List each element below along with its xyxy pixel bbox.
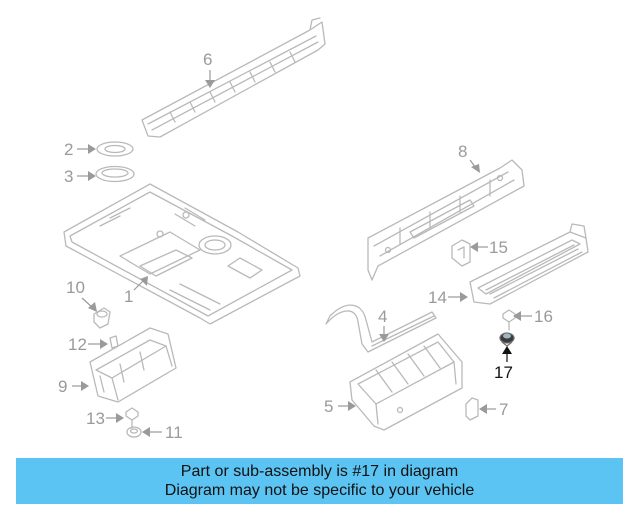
part-17-clip[interactable] [499,332,515,347]
callout-12[interactable]: 12 [68,335,108,354]
svg-text:14: 14 [428,288,447,307]
part-4-arch [325,304,437,353]
part-5-rear-floor [349,333,463,431]
part-2-plug [96,141,134,157]
callout-5[interactable]: 5 [324,397,356,416]
svg-text:4: 4 [378,307,387,326]
callout-1[interactable]: 1 [124,276,148,306]
svg-text:11: 11 [165,423,183,442]
callout-16[interactable]: 16 [513,307,553,326]
callout-8[interactable]: 8 [458,142,480,173]
part-6-sill-panel [141,17,326,138]
svg-text:3: 3 [64,167,73,186]
part-10-retainer [93,307,111,329]
callout-17[interactable]: 17 [494,346,513,382]
part-15-bracket [451,239,471,267]
callout-2[interactable]: 2 [64,140,96,159]
svg-text:15: 15 [489,238,508,257]
part-3-plug [95,165,135,183]
callout-10[interactable]: 10 [66,278,97,312]
part-1-floor-pan [63,183,301,325]
svg-text:13: 13 [86,409,105,428]
part-11-grommet [126,426,142,438]
svg-text:10: 10 [66,278,85,297]
part-13-screw [125,407,139,429]
info-banner: Part or sub-assembly is #17 in diagram D… [16,458,623,504]
svg-text:8: 8 [458,142,467,161]
svg-text:9: 9 [58,377,67,396]
callout-13[interactable]: 13 [86,409,124,428]
callout-9[interactable]: 9 [58,377,89,396]
svg-text:5: 5 [324,397,333,416]
part-16-bolt [502,309,516,331]
part-8-inner-rocker [367,159,525,281]
svg-text:16: 16 [534,307,553,326]
svg-text:7: 7 [499,400,508,419]
part-14-step [469,223,589,305]
callout-7[interactable]: 7 [479,400,508,419]
callout-11[interactable]: 11 [142,423,183,442]
part-9-tray [89,327,177,403]
svg-text:17: 17 [494,363,513,382]
svg-text:1: 1 [124,287,133,306]
svg-text:2: 2 [64,140,73,159]
svg-text:6: 6 [203,50,212,69]
callout-4[interactable]: 4 [378,307,389,342]
svg-text:12: 12 [68,335,87,354]
callout-3[interactable]: 3 [64,167,96,186]
banner-line-1: Part or sub-assembly is #17 in diagram [180,463,459,480]
callout-14[interactable]: 14 [428,288,468,307]
callout-15[interactable]: 15 [470,238,508,257]
banner-line-2: Diagram may not be specific to your vehi… [164,482,475,499]
part-7-clip [465,397,479,421]
callout-6[interactable]: 6 [203,50,215,88]
